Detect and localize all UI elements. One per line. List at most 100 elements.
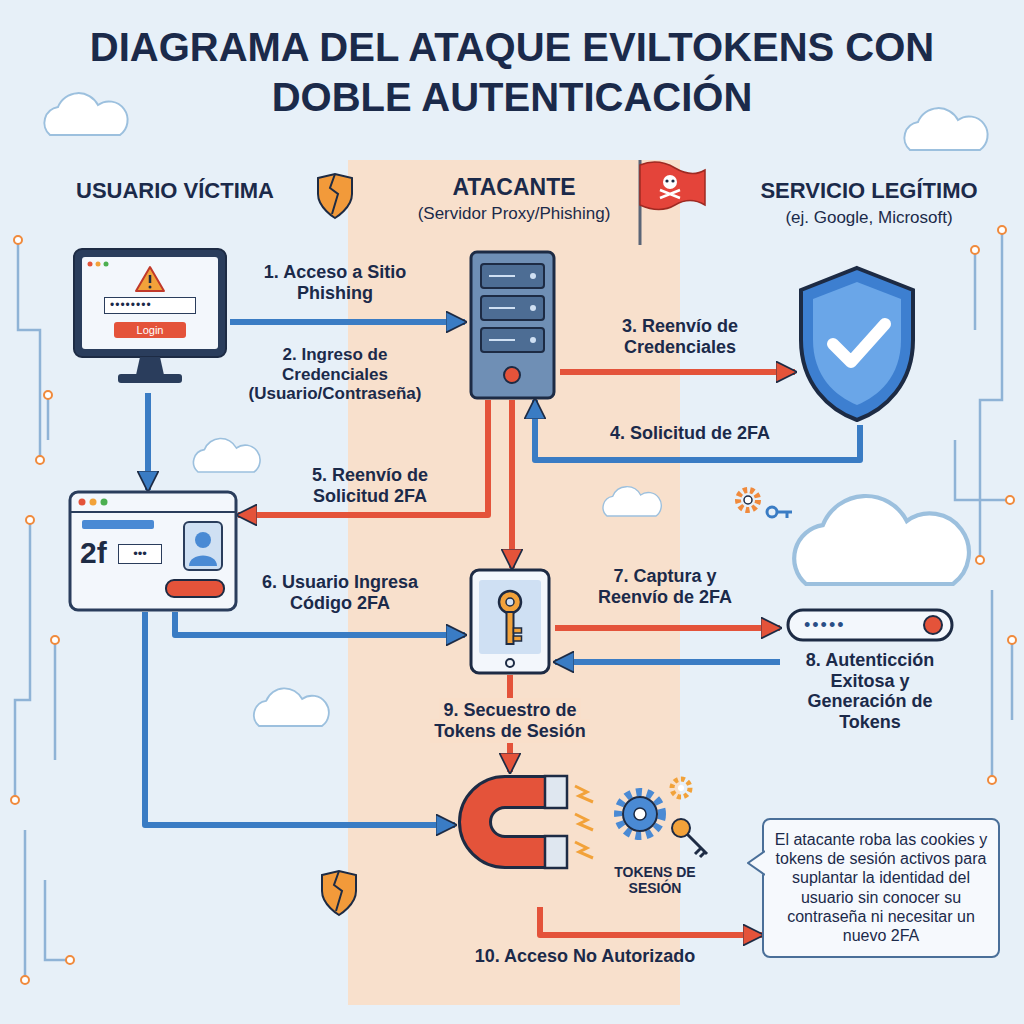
circuit-traces-part <box>974 250 977 330</box>
circuit-traces-part <box>1011 640 1014 720</box>
connector <box>238 400 488 515</box>
login-monitor-art-part <box>136 267 164 291</box>
login-monitor-art-part <box>149 275 152 283</box>
circuit-dots-part <box>988 776 996 784</box>
node-text: ATACANTE <box>348 174 680 200</box>
broken-shield-part <box>330 174 338 214</box>
token-magnet: TOKENS DE SESIÓN <box>455 772 720 907</box>
callout-tail-part <box>747 850 765 876</box>
key-device-art-part <box>499 591 521 613</box>
diagram-title: DIAGRAMA DEL ATAQUE EVILTOKENS CON DOBLE… <box>72 22 952 122</box>
token-magnet-art-part <box>678 785 684 791</box>
node-text: •••••••• <box>104 297 196 314</box>
callout-tail-part <box>748 851 765 875</box>
broken-shield <box>322 871 356 915</box>
token-bar-art-part <box>788 610 952 640</box>
circuit-dots-part <box>51 636 59 644</box>
circuit-traces-part <box>18 240 40 460</box>
proxy-server-art-part <box>530 273 536 279</box>
circuit-dots-part <box>1006 496 1014 504</box>
twofa-window: 2f••• <box>68 490 238 612</box>
clouds-part <box>603 487 661 516</box>
callout-tail <box>747 850 765 876</box>
pirate-flag <box>640 160 705 245</box>
twofa-window-art-part <box>70 511 236 513</box>
pirate-flag-part <box>671 179 674 182</box>
key-device-art-part <box>514 636 522 641</box>
proxy-server-art-part <box>530 337 536 343</box>
step-label: SERVICIO LEGÍTIMO <box>722 178 1016 203</box>
step-label: USUARIO VÍCTIMA <box>40 178 310 203</box>
twofa-window-art-part <box>90 499 97 506</box>
security-shield-art-part <box>813 282 901 405</box>
clouds-part <box>44 93 127 135</box>
circuit-dots-part <box>1008 636 1016 644</box>
key-device <box>465 568 555 675</box>
connector <box>555 659 780 665</box>
gear-key-icon-part <box>744 496 752 504</box>
token-magnet-art-part <box>575 814 593 830</box>
twofa-window-art-part <box>166 580 224 597</box>
gear-key-icon-part <box>767 507 777 517</box>
connector <box>145 393 151 490</box>
broken-shield-part <box>322 871 356 915</box>
key-device-art-part <box>479 580 541 654</box>
broken-shield-part <box>318 174 352 218</box>
circuit-traces-part <box>24 830 27 980</box>
token-magnet-art-part <box>672 779 690 797</box>
circuit-traces-part <box>955 440 1010 500</box>
login-monitor-art-part <box>96 262 101 267</box>
connector <box>555 625 780 631</box>
connector <box>540 907 762 935</box>
security-shield-art-part <box>833 324 885 362</box>
label-patch: 9. Secuestro de Tokens de Sesión <box>430 698 590 743</box>
login-monitor-art-part <box>104 262 109 267</box>
node-text: El atacante roba las cookies y tokens de… <box>774 830 988 945</box>
token-magnet-art-part <box>618 792 662 836</box>
proxy-server-art-part <box>471 252 554 398</box>
broken-shield-part <box>334 871 342 911</box>
twofa-window-art-part <box>184 522 222 570</box>
node-text: Login <box>114 322 186 338</box>
gear-key-icon-part <box>738 490 758 510</box>
node-text: 8. Autenticción Exitosa y Generación de … <box>780 650 960 733</box>
proxy-server-art-part <box>504 367 520 383</box>
circuit-traces <box>15 230 1012 980</box>
circuit-traces-part <box>47 395 50 440</box>
circuit-dots-part <box>21 976 29 984</box>
circuit-dots-part <box>971 246 979 254</box>
key-device-art-part <box>506 598 514 606</box>
circuit-dots-part <box>14 236 22 244</box>
circuit-traces-part <box>991 590 994 780</box>
connector <box>560 369 795 375</box>
key-device-art-part <box>507 612 514 644</box>
circuit-traces-part <box>54 640 57 760</box>
clouds-part <box>194 438 261 472</box>
login-monitor-art-part <box>88 262 93 267</box>
security-shield <box>795 262 920 425</box>
login-monitor-art-part <box>136 357 164 375</box>
pirate-flag-part <box>663 175 677 189</box>
gear-key-icon <box>738 490 792 518</box>
token-bar-art-part <box>924 616 942 634</box>
broken-shield <box>318 174 352 218</box>
login-monitor: •••••••• Login <box>70 245 230 393</box>
pirate-flag-part <box>665 179 668 182</box>
key-device-art-part <box>506 659 514 667</box>
edge-label: 7. Captura y Reenvío de 2FA <box>580 566 750 607</box>
circuit-traces-part <box>15 520 30 800</box>
token-magnet-art-part <box>575 786 593 802</box>
twofa-window-art-part <box>101 499 108 506</box>
token-magnet-art-part <box>545 776 567 808</box>
security-shield-art-part <box>801 268 913 420</box>
node-text: ••••• <box>804 610 846 640</box>
login-monitor-art-part <box>118 374 182 383</box>
circuit-dots-part <box>66 956 74 964</box>
token-magnet-art-part <box>634 808 646 820</box>
edge-label: 3. Reenvío de Credenciales <box>600 316 760 357</box>
edge-label: 6. Usuario Ingresa Código 2FA <box>245 572 435 613</box>
twofa-window-art-part <box>189 556 217 567</box>
login-monitor-art-part <box>74 249 226 357</box>
connector <box>509 400 515 568</box>
